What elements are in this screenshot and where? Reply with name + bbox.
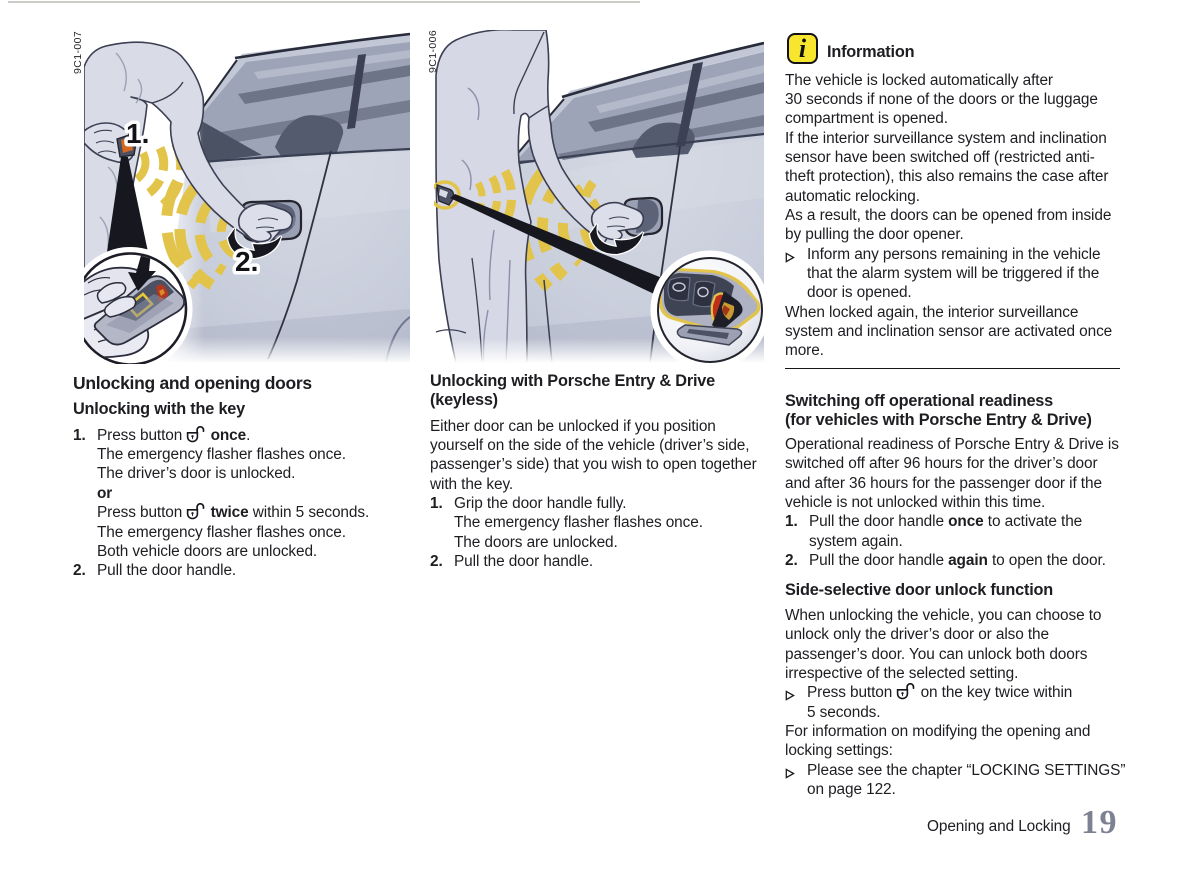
svg-text:1.: 1. — [126, 118, 149, 149]
svg-text:2.: 2. — [235, 246, 258, 277]
